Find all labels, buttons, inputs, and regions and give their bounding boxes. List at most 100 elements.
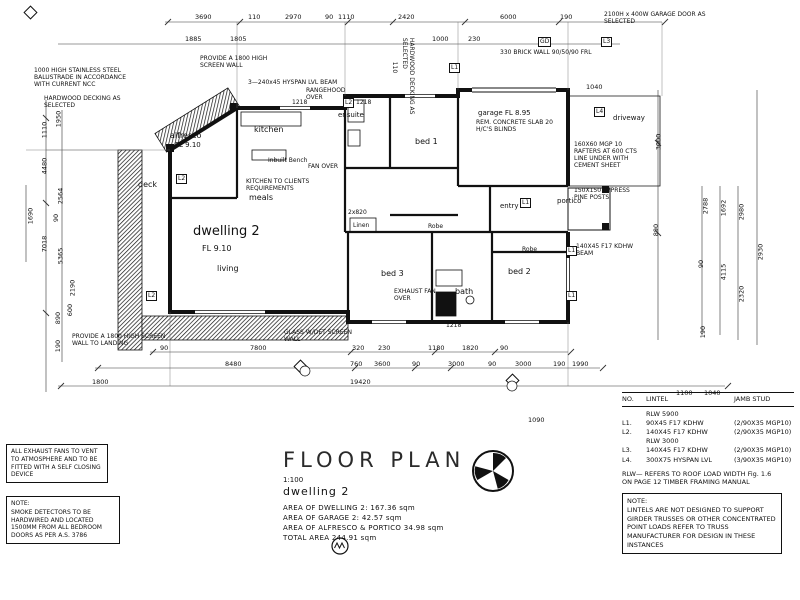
room-label: driveway — [613, 114, 645, 122]
dimension-label: 5365 — [56, 247, 65, 265]
lintel-row: L3.140X45 F17 KDHW(2/90X35 MGP10) — [622, 446, 794, 455]
col-no: NO. — [622, 395, 634, 403]
annotation: 2x820 — [348, 209, 367, 216]
dimension-label: 1690 — [26, 207, 35, 225]
portico-structure — [166, 103, 611, 231]
area-line: AREA OF ALFRESCO & PORTICO 34.98 sqm — [283, 524, 444, 533]
room-label: bed 3 — [381, 269, 404, 278]
dimension-label: 190 — [553, 360, 566, 368]
lintel-cell: L2. — [622, 428, 632, 437]
dimension-label: 8480 — [225, 360, 242, 368]
lintel-cell: 300X75 HYSPAN LVL — [646, 455, 713, 464]
interior-wall — [170, 96, 568, 322]
dimension-label: 3000 — [654, 133, 663, 151]
lintel-cell — [734, 437, 794, 446]
room-label: garage FL 8.95 — [478, 109, 531, 117]
lintel-tag: L1 — [449, 63, 461, 73]
dimension-label: 1040 — [586, 83, 603, 91]
lintel-cell — [734, 410, 794, 419]
lintel-row: L4.300X75 HYSPAN LVL(3/90X35 MGP10) — [622, 456, 794, 465]
annotation: HARDWOOD DECKING AS SELECTED — [401, 37, 415, 115]
lintel-cell: L1. — [622, 419, 632, 428]
dimension-label: 90 — [412, 360, 421, 368]
lintel-cell: 140X45 F17 KDHW — [646, 428, 708, 437]
room-label: deck — [138, 180, 158, 189]
annotation: 110 — [391, 61, 399, 74]
dimension-label: 1950 — [54, 110, 63, 128]
dimension-label: 1180 — [428, 344, 445, 352]
room-label: entry — [500, 202, 519, 210]
annotation: 1218 — [356, 99, 372, 106]
dimension-label: 190 — [699, 325, 708, 339]
dimension-label: 600 — [66, 303, 75, 317]
lintel-tag: L2 — [343, 98, 355, 108]
dimension-label: 2320 — [737, 285, 746, 303]
annotation: EXHAUST FAN OVER — [394, 288, 436, 302]
area-line: AREA OF GARAGE 2: 42.57 sqm — [283, 514, 402, 523]
lintel-tag: L4 — [594, 107, 606, 117]
lintel-note: NOTE: LINTELS ARE NOT DESIGNED TO SUPPOR… — [622, 493, 782, 554]
dimension-label: 1885 — [185, 35, 202, 43]
area-line: TOTAL AREA 244.91 sqm — [283, 534, 377, 543]
deck-hatch — [117, 87, 349, 351]
room-label: alfresco — [170, 131, 202, 140]
dimension-label: 2190 — [68, 279, 77, 297]
annotation: 3—240x45 HYSPAN LVL BEAM — [248, 79, 338, 86]
lintel-row: L1.90X45 F17 KDHW(2/90X35 MGP10) — [622, 419, 794, 428]
room-label: living — [217, 264, 239, 273]
room-label: bath — [455, 287, 474, 296]
annotation: RANGEHOOD OVER — [306, 87, 346, 101]
annotation: PROVIDE A 1800 HIGH SCREEN WALL — [200, 55, 268, 69]
dimension-label: 3000 — [515, 360, 532, 368]
note-title: NOTE: — [11, 500, 30, 507]
dimension-label: 19420 — [350, 378, 371, 386]
lintel-cell: L4. — [622, 455, 632, 464]
room-label: meals — [249, 193, 274, 202]
dimension-label: 1110 — [338, 13, 355, 21]
lintel-row: RLW 5900 — [622, 410, 794, 419]
dimension-label: 190 — [560, 13, 573, 21]
annotation: KITCHEN TO CLIENTS REQUIREMENTS — [246, 178, 310, 192]
dimension-label: 230 — [468, 35, 481, 43]
annotation: PROVIDE A 1800 HIGH SCREEN WALL TO LANDI… — [72, 333, 166, 347]
annotation: 330 BRICK WALL 90/50/90 FRL — [500, 49, 592, 56]
lintel-cell: (2/90X35 MGP10) — [734, 428, 792, 437]
note-title: NOTE: — [627, 497, 648, 506]
dimension-label: 90 — [52, 213, 61, 223]
annotation: 150X150 CYPRESS PINE POSTS — [574, 187, 630, 201]
page-title: FLOOR PLAN — [283, 448, 466, 472]
dimension-label: 890 — [652, 223, 661, 237]
dimension-label: 4480 — [40, 157, 49, 175]
annotation: REM. CONCRETE SLAB 20 H/C'S BLINDS — [476, 119, 553, 133]
lintel-cell: RLW 3000 — [646, 437, 679, 446]
dimension-label: 760 — [350, 360, 363, 368]
dimension-label: 90 — [488, 360, 497, 368]
dimension-label: 890 — [54, 311, 63, 325]
dimension-label: 1820 — [462, 344, 479, 352]
dimension-label: 1800 — [92, 378, 109, 386]
note-text: ALL EXHAUST FANS TO VENT TO ATMOSPHERE A… — [11, 448, 101, 479]
dimension-label: 90 — [697, 259, 706, 269]
dimension-label: 7018 — [40, 235, 49, 253]
lintel-cell: (2/90X35 MGP10) — [734, 446, 792, 455]
dimension-label: 1692 — [719, 199, 728, 217]
annotation: HARDWOOD DECKING AS SELECTED — [44, 95, 121, 109]
lintel-tag: L3 — [601, 37, 613, 47]
driveway-outline — [568, 95, 661, 187]
annotation: 1000 HIGH STAINLESS STEEL BALUSTRADE IN … — [34, 67, 127, 88]
dimension-label: 1805 — [230, 35, 247, 43]
dimension-label: 2930 — [756, 243, 765, 261]
annotation: FAN OVER — [308, 163, 339, 170]
annotation: 160X60 MGP 10 RAFTERS AT 600 CTS LINE UN… — [574, 141, 637, 169]
dimension-label: 230 — [378, 344, 391, 352]
dimension-label: 1090 — [528, 416, 545, 424]
lintel-tag: L1 — [566, 246, 578, 256]
note-text: LINTELS ARE NOT DESIGNED TO SUPPORT GIRD… — [627, 505, 776, 550]
room-label: dwelling 2 — [193, 224, 260, 239]
room-label: ensuite — [338, 111, 364, 119]
room-label: FL 9.10 — [175, 141, 201, 149]
dimension-label: 2970 — [285, 13, 302, 21]
section-markers — [23, 5, 520, 392]
dimension-label: 90 — [160, 344, 169, 352]
dimension-label: 3690 — [195, 13, 212, 21]
